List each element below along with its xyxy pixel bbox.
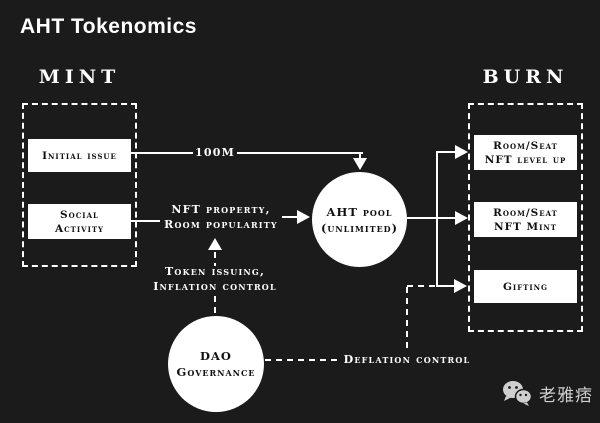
node-label-line: NFT level up — [484, 153, 567, 166]
edge-initial-to-pool-corner — [359, 152, 361, 160]
arrowhead-into-nft-mint — [455, 211, 468, 225]
wechat-icon — [502, 380, 532, 406]
edge-label-to-pool-line — [282, 216, 298, 218]
node-label-line: Gifting — [502, 280, 549, 293]
node-label-line: Governance — [176, 365, 256, 379]
edge-branch-bottom-line — [436, 285, 455, 287]
edge-dao-up-dash-b — [214, 296, 216, 316]
edge-label-line: Room popularity — [164, 218, 278, 231]
edge-pool-to-burn-line — [407, 217, 456, 219]
edge-label-line: Inflation control — [153, 280, 277, 293]
wechat-account-name: 老雅痞 — [539, 385, 593, 406]
aht-pool-node: AHT pool (unlimited) — [312, 172, 407, 267]
edge-branch-top-line — [436, 151, 456, 153]
edge-label-dao-mint: Token issuing, Inflation control — [142, 264, 288, 294]
mint-section-heading: MINT — [38, 66, 121, 88]
edge-label-line: NFT property, — [171, 203, 271, 216]
burn-section-heading: BURN — [482, 66, 569, 88]
node-label-line: Room/Seat — [493, 206, 558, 219]
arrowhead-into-pool-top — [353, 158, 367, 170]
edge-initial-to-pool-line-b — [237, 152, 363, 154]
mint-box-initial-issue: Initial issue — [28, 139, 131, 172]
arrowhead-into-gifting — [454, 279, 467, 293]
edge-dao-up-dash-a — [214, 252, 216, 266]
mint-box-social-activity: Social Activity — [28, 204, 131, 239]
burn-group-box — [468, 103, 583, 332]
node-label-line: Social — [60, 208, 99, 221]
arrowhead-into-pool-left — [297, 210, 310, 224]
node-label-line: Initial issue — [42, 149, 117, 162]
node-label-line: (unlimited) — [320, 220, 399, 235]
node-label-line: Room/Seat — [493, 139, 558, 152]
page-title: AHT Tokenomics — [20, 15, 197, 38]
node-label-line: AHT pool — [326, 204, 393, 219]
edge-label-mint-drivers: NFT property, Room popularity — [158, 202, 284, 232]
edge-label-line: Token issuing, — [165, 265, 265, 278]
burn-box-nft-level-up: Room/Seat NFT level up — [474, 135, 577, 170]
wechat-watermark: 老雅痞 — [502, 380, 593, 406]
edge-label-deflation: Deflation control — [343, 353, 471, 366]
edge-initial-to-pool-line-a — [131, 152, 193, 154]
edge-dao-right-dash — [265, 359, 338, 361]
burn-box-gifting: Gifting — [474, 270, 577, 303]
edge-label-100m: 100M — [195, 146, 235, 159]
arrowhead-into-nft-level-up — [455, 145, 468, 159]
dao-governance-node: DAO Governance — [168, 316, 264, 412]
edge-social-to-label-line — [131, 220, 160, 222]
node-label-line: Activity — [54, 222, 105, 235]
edge-deflation-top-dash — [407, 285, 437, 287]
node-label-line: NFT Mint — [493, 220, 558, 233]
mint-group-box — [22, 103, 137, 267]
edge-deflation-vertical-dash — [406, 287, 408, 352]
edge-burn-branch-vertical — [436, 151, 438, 287]
node-label-line: DAO — [200, 349, 232, 363]
burn-box-nft-mint: Room/Seat NFT Mint — [474, 202, 577, 237]
arrowhead-dao-to-mint-drivers — [208, 238, 222, 250]
